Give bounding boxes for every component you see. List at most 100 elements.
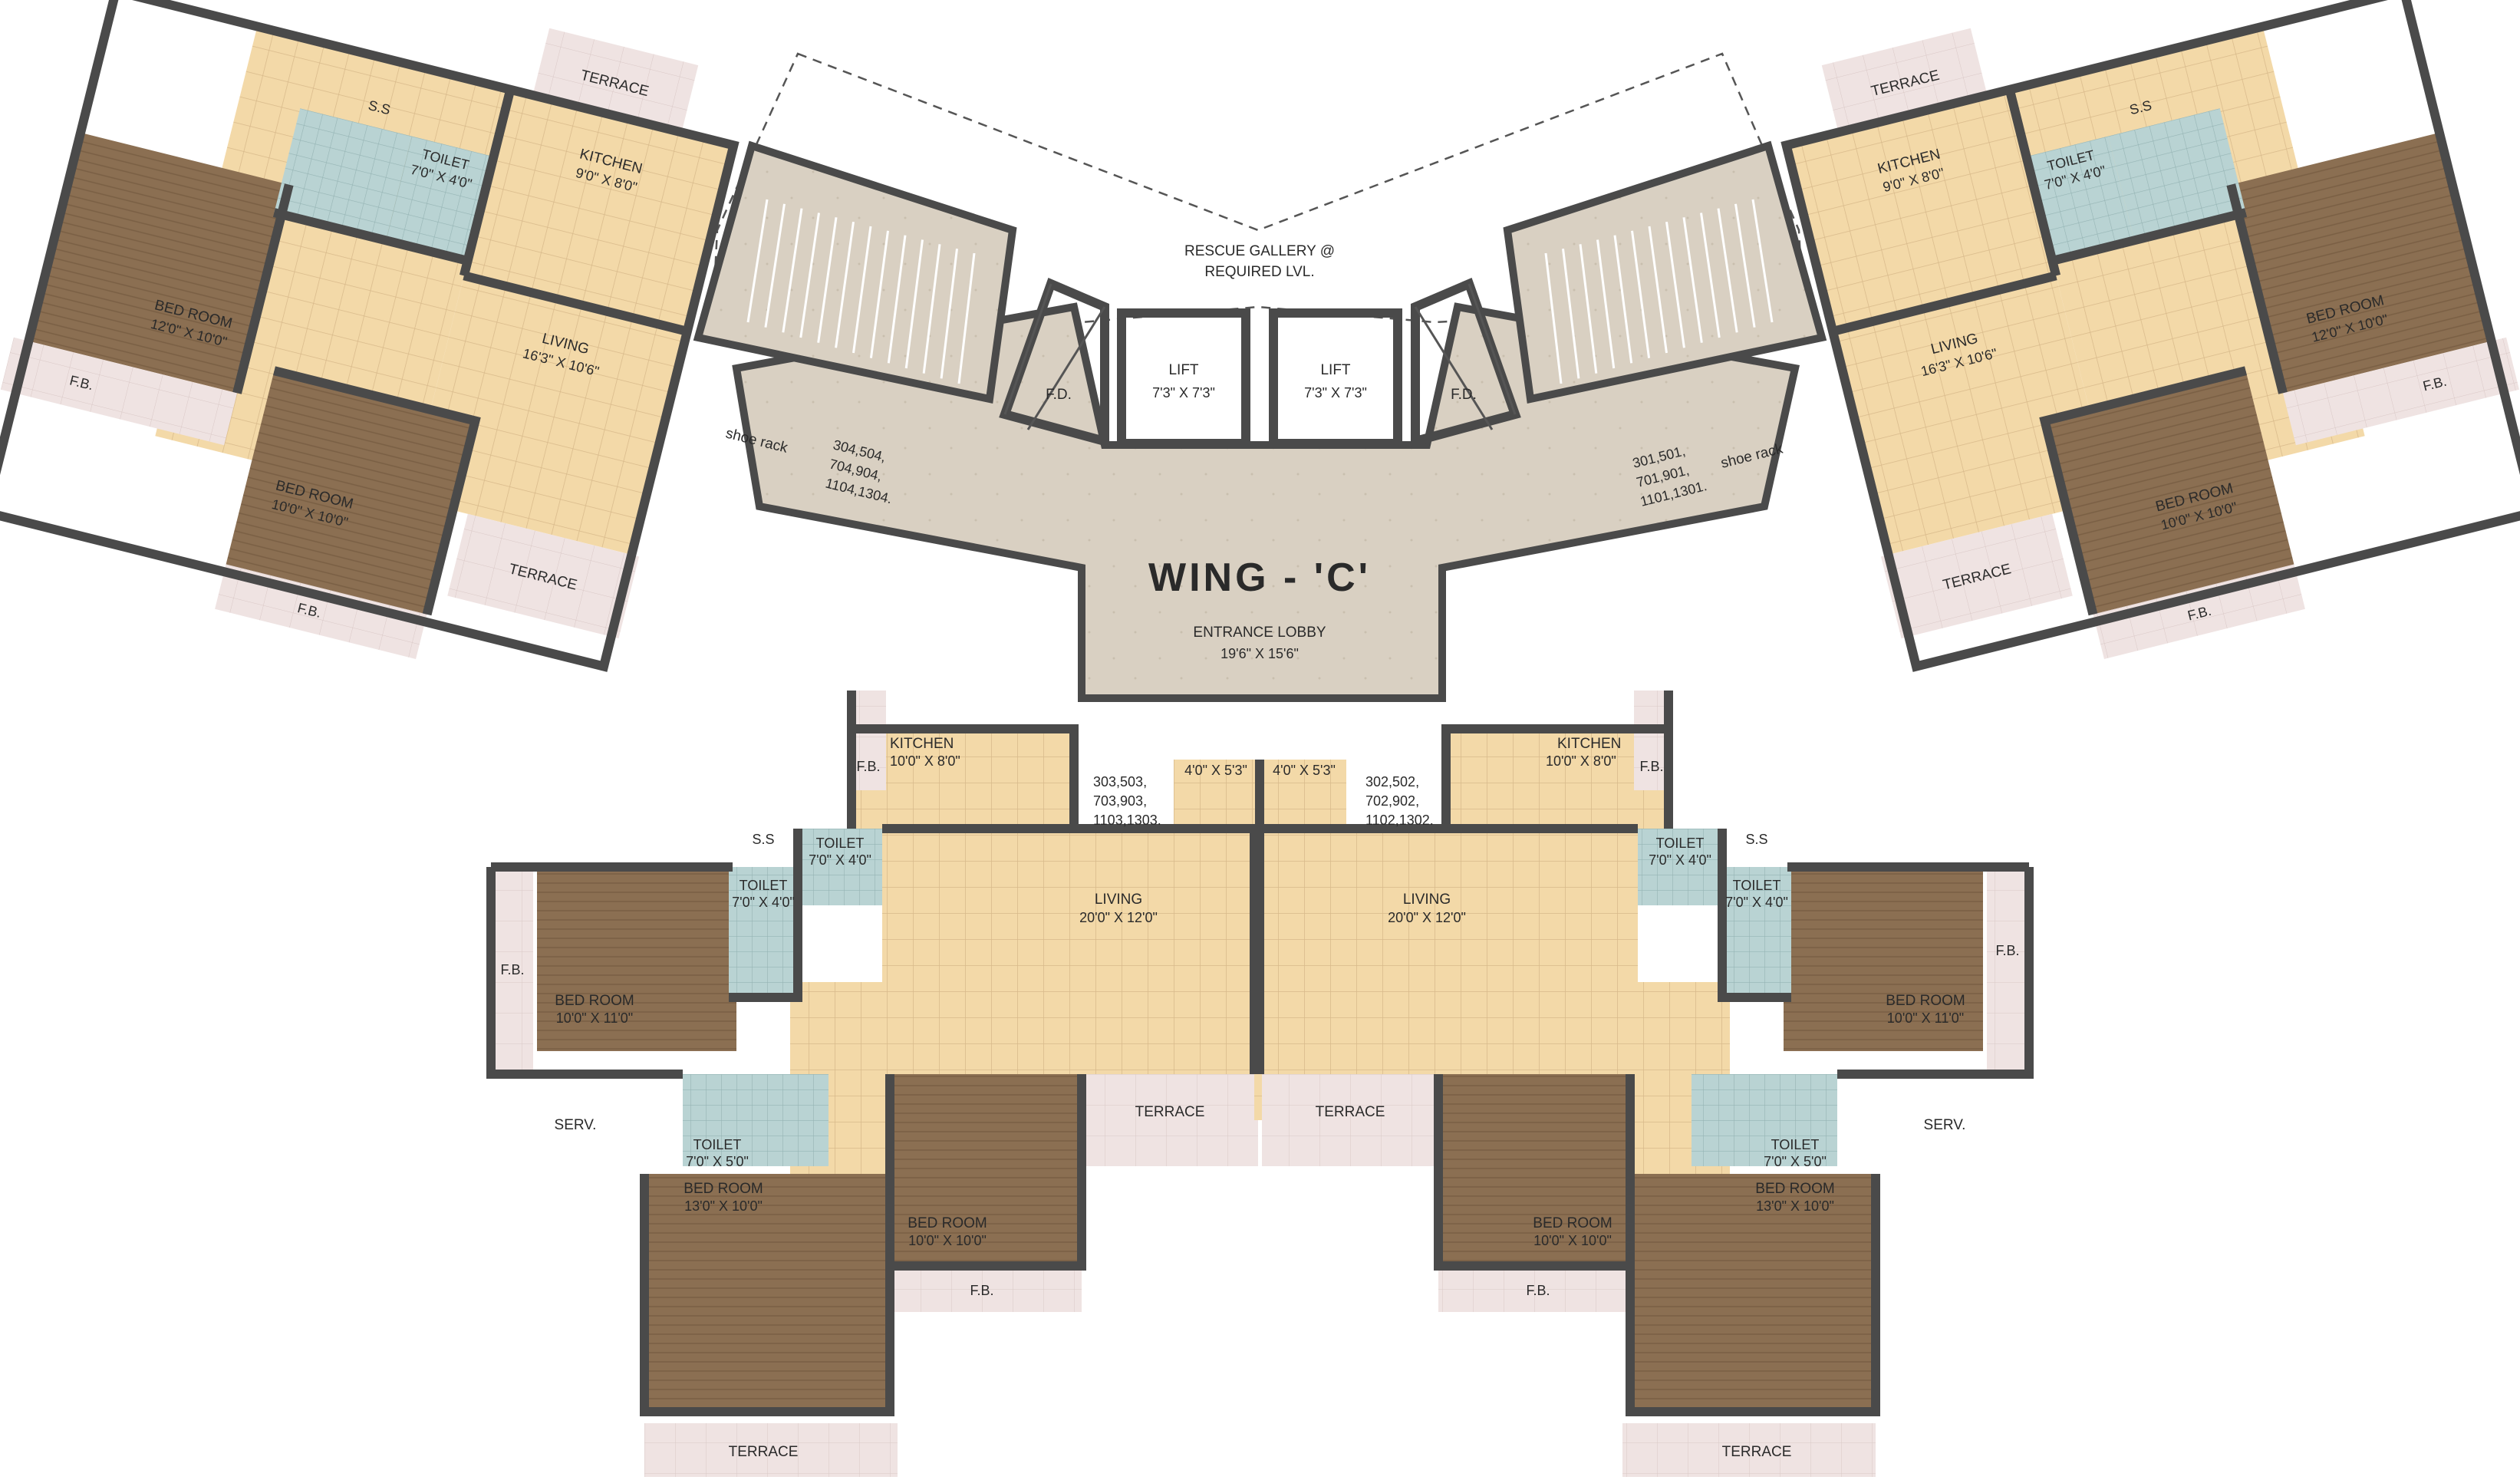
br-bedroom-c-size: 10'0" X 10'0" xyxy=(1533,1233,1612,1248)
flat-numbers-bottom-right-1: 302,502, xyxy=(1365,774,1419,789)
tl-terrace-top xyxy=(532,28,699,133)
tl-kitchen-area xyxy=(463,89,734,331)
bl-fb-a xyxy=(491,867,533,1074)
bl-toilet-c xyxy=(683,1074,828,1166)
br-kitchen-label: KITCHEN xyxy=(1557,736,1621,752)
bl-living-size: 20'0" X 12'0" xyxy=(1079,910,1158,925)
lift-1 xyxy=(1117,308,1250,448)
tr-bedroom-a xyxy=(2231,132,2492,394)
bl-bedroom-a-label: BED ROOM xyxy=(555,993,634,1009)
br-ss-label: S.S xyxy=(1745,832,1767,847)
br-toilet-b-label: TOILET xyxy=(1656,836,1705,851)
br-kitchen-size: 10'0" X 8'0" xyxy=(1546,753,1616,769)
tr-toilet-a xyxy=(2108,108,2246,241)
tl-bedroom-b xyxy=(226,371,476,615)
rescue-gallery-line2: REQUIRED LVL. xyxy=(1204,264,1314,280)
br-living-label: LIVING xyxy=(1403,892,1451,908)
flat-bottom-right xyxy=(1250,691,2034,1477)
br-toilet-a-label: TOILET xyxy=(1733,878,1781,893)
bl-fb-c xyxy=(890,1266,1082,1312)
lift-1-size: 7'3" X 7'3" xyxy=(1152,385,1215,400)
flat-numbers-bottom-left-3: 1103,1303. xyxy=(1093,813,1161,828)
stair-left xyxy=(693,140,1017,404)
br-toilet-c-label: TOILET xyxy=(1771,1137,1820,1152)
bl-toilet-b-label: TOILET xyxy=(816,836,865,851)
bl-bedroom-b-size: 13'0" X 10'0" xyxy=(684,1198,763,1214)
br-toilet-c xyxy=(1692,1074,1837,1166)
bl-living-floor xyxy=(882,829,1266,1120)
bl-bedroom-b-label: BED ROOM xyxy=(684,1181,763,1197)
br-fb-a xyxy=(1987,867,2029,1074)
br-bedroom-b xyxy=(1630,1174,1876,1412)
fire-duct-left-label: F.D. xyxy=(1046,387,1072,403)
tr-bedroom-b xyxy=(2044,371,2294,615)
tr-terrace-top xyxy=(1821,28,1988,133)
tr-fb-b xyxy=(2093,564,2305,660)
tl-fb-a xyxy=(0,337,238,446)
bl-toilet-b-size: 7'0" X 4'0" xyxy=(809,852,871,868)
br-bedroom-b-label: BED ROOM xyxy=(1755,1181,1834,1197)
flat-bottom-left xyxy=(486,691,1270,1477)
tr-kitchen-area xyxy=(1786,89,2057,331)
bl-toilet-a-label: TOILET xyxy=(740,878,788,893)
bl-toilet-c-label: TOILET xyxy=(693,1137,742,1152)
br-fb-b-label: F.B. xyxy=(1639,759,1663,774)
stair-right-treads xyxy=(1544,199,1774,384)
bl-bedroom-a xyxy=(537,867,736,1051)
bl-terrace-b xyxy=(644,1423,898,1477)
bl-kitchen-size: 10'0" X 8'0" xyxy=(890,753,960,769)
bl-toilet-b xyxy=(798,829,882,905)
bl-bedroom-c-size: 10'0" X 10'0" xyxy=(908,1233,987,1248)
br-terrace-b xyxy=(1622,1423,1876,1477)
flat-numbers-bottom-left-2: 703,903, xyxy=(1093,793,1147,809)
stair-right xyxy=(1503,140,1827,404)
flat-numbers-bottom-right-3: 1102,1302. xyxy=(1365,813,1434,828)
tr-living-room xyxy=(1833,275,2112,555)
br-bedroom-c xyxy=(1438,1074,1630,1266)
br-fb-b xyxy=(1634,691,1668,790)
tl-toilet-b xyxy=(385,136,494,261)
fire-duct-right-label: F.D. xyxy=(1451,387,1477,403)
central-core xyxy=(693,52,1827,702)
br-toilet-a-size: 7'0" X 4'0" xyxy=(1725,895,1788,910)
lobby-size: 19'6" X 15'6" xyxy=(1220,646,1299,661)
br-bedroom-a xyxy=(1784,867,1983,1051)
bl-toilet-a-size: 7'0" X 4'0" xyxy=(732,895,795,910)
bl-fb-b-label: F.B. xyxy=(856,759,880,774)
br-terrace-b-label: TERRACE xyxy=(1722,1444,1792,1460)
lobby-name: ENTRANCE LOBBY xyxy=(1193,625,1326,641)
bl-bedroom-b xyxy=(644,1174,890,1412)
br-foyer-floor xyxy=(1262,760,1346,836)
bl-foyer-floor xyxy=(1174,760,1258,836)
bl-passage-size: 4'0" X 5'3" xyxy=(1184,763,1247,778)
br-toilet-b xyxy=(1638,829,1722,905)
bl-living-label: LIVING xyxy=(1095,892,1142,908)
bl-serv-label: SERV. xyxy=(555,1117,597,1133)
lift-2-name: LIFT xyxy=(1320,362,1350,378)
br-bedroom-c-label: BED ROOM xyxy=(1533,1215,1612,1231)
br-toilet-a xyxy=(1722,867,1791,997)
br-bedroom-b-size: 13'0" X 10'0" xyxy=(1756,1198,1834,1214)
flat-numbers-bottom-left-1: 303,503, xyxy=(1093,774,1147,789)
br-toilet-c-size: 7'0" X 5'0" xyxy=(1764,1154,1827,1169)
flat-top-right xyxy=(1780,0,2520,672)
tl-fb-b xyxy=(215,564,427,660)
tl-toilet-a xyxy=(274,108,412,241)
tr-toilet-b xyxy=(2026,136,2135,261)
bl-toilet-a xyxy=(729,867,798,997)
bl-bedroom-a-size: 10'0" X 11'0" xyxy=(556,1010,633,1026)
br-bedroom-a-size: 10'0" X 11'0" xyxy=(1887,1010,1964,1026)
tl-living-room xyxy=(408,275,687,555)
wing-title: WING - 'C' xyxy=(1148,555,1371,600)
bl-ss-label: S.S xyxy=(752,832,774,847)
rescue-gallery-line1: RESCUE GALLERY @ xyxy=(1184,243,1335,259)
bl-kitchen-label: KITCHEN xyxy=(890,736,954,752)
br-fb-c xyxy=(1438,1266,1630,1312)
bl-fb-b xyxy=(852,691,886,790)
br-serv-label: SERV. xyxy=(1924,1117,1966,1133)
tl-bedroom-a xyxy=(28,132,289,394)
bl-fb-a-label: F.B. xyxy=(500,962,524,977)
br-toilet-b-size: 7'0" X 4'0" xyxy=(1649,852,1711,868)
bl-toilet-c-size: 7'0" X 5'0" xyxy=(686,1154,749,1169)
